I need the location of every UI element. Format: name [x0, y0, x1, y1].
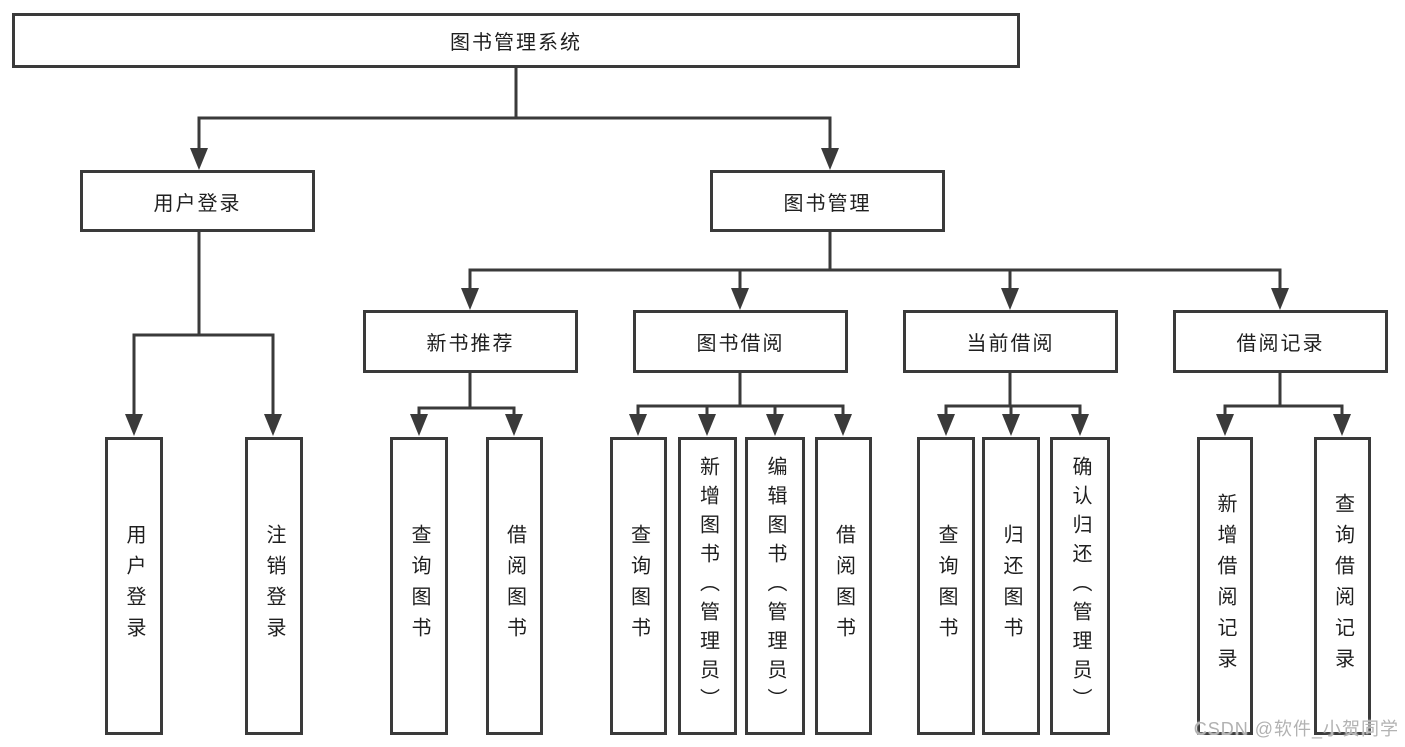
watermark: CSDN @软件_小贺同学 [1193, 719, 1399, 739]
node-label: 新增图书（管理员） [696, 455, 719, 717]
node-label: 编辑图书（管理员） [764, 455, 786, 717]
node-label: 图书管理 [783, 192, 872, 215]
node-label: 图书管理系统 [450, 32, 582, 54]
node-label: 用户登录 [123, 524, 145, 648]
node-label: 借阅图书 [832, 524, 855, 648]
node-label: 当前借阅 [966, 333, 1055, 355]
node-label: 查询借阅记录 [1331, 493, 1354, 679]
node-new-book-recommend: 新书推荐 [363, 310, 578, 373]
node-book-management: 图书管理 [710, 170, 945, 232]
node-label: 图书借阅 [696, 333, 785, 355]
leaf-add-books-admin: 新增图书（管理员） [678, 437, 737, 735]
node-book-borrow: 图书借阅 [633, 310, 848, 373]
node-borrow-records: 借阅记录 [1173, 310, 1388, 373]
node-label: 借阅图书 [503, 524, 526, 648]
leaf-query-books-borrow: 查询图书 [610, 437, 667, 735]
leaf-borrow-books-recommend: 借阅图书 [486, 437, 543, 735]
node-label: 新增借阅记录 [1214, 493, 1236, 679]
node-label: 查询图书 [408, 524, 430, 648]
node-label: 归还图书 [1000, 524, 1022, 648]
leaf-query-books-recommend: 查询图书 [390, 437, 448, 735]
leaf-borrow-books: 借阅图书 [815, 437, 872, 735]
node-label: 注销登录 [263, 524, 285, 648]
node-label: 用户登录 [153, 192, 242, 215]
node-label: 查询图书 [627, 524, 650, 648]
leaf-return-books: 归还图书 [982, 437, 1040, 735]
leaf-user-login: 用户登录 [105, 437, 163, 735]
leaf-add-borrow-record: 新增借阅记录 [1197, 437, 1253, 735]
leaf-query-books-current: 查询图书 [917, 437, 975, 735]
node-label: 借阅记录 [1236, 333, 1325, 355]
leaf-edit-books-admin: 编辑图书（管理员） [745, 437, 805, 735]
node-label: 查询图书 [935, 524, 957, 648]
node-current-borrow: 当前借阅 [903, 310, 1118, 373]
leaf-logout: 注销登录 [245, 437, 303, 735]
node-label: 确认归还（管理员） [1069, 455, 1091, 717]
node-library-management-system: 图书管理系统 [12, 13, 1020, 68]
node-user-login: 用户登录 [80, 170, 315, 232]
leaf-query-borrow-record: 查询借阅记录 [1314, 437, 1371, 735]
node-label: 新书推荐 [426, 333, 515, 355]
leaf-confirm-return-admin: 确认归还（管理员） [1050, 437, 1110, 735]
